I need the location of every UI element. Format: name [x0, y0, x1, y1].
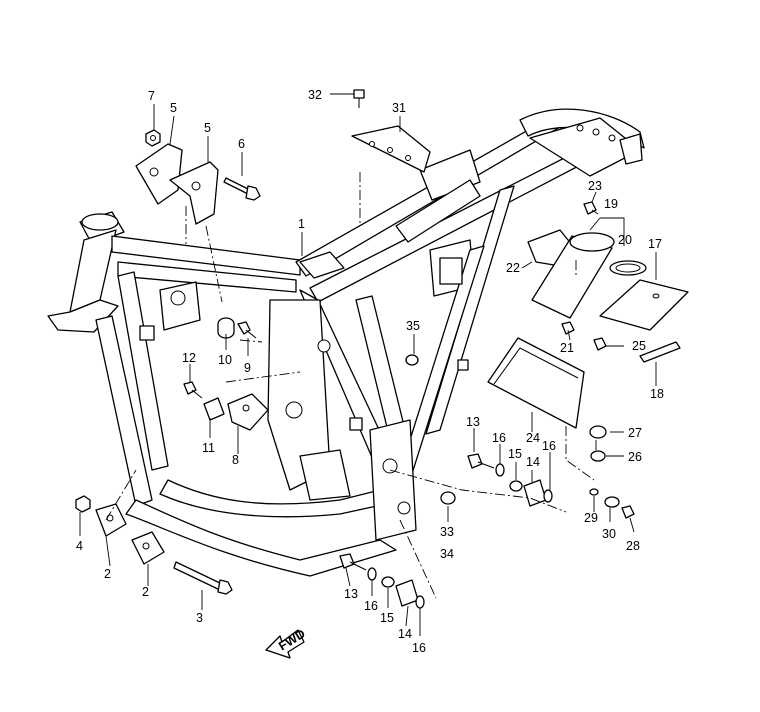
callout-13a: 13	[466, 415, 480, 429]
callout-17: 17	[648, 237, 662, 251]
callout-14a: 14	[526, 455, 540, 469]
clamp-11[interactable]	[203, 397, 225, 421]
callout-6: 6	[238, 137, 245, 151]
callout-25: 25	[632, 339, 646, 353]
bolt-13-upper[interactable]	[467, 453, 495, 469]
callout-16c: 16	[364, 599, 378, 613]
cover-17[interactable]	[599, 279, 689, 331]
callout-11: 11	[202, 441, 215, 455]
bracket-2-lower[interactable]	[131, 531, 165, 565]
bushing-14-upper[interactable]	[523, 479, 547, 507]
callout-14b: 14	[398, 627, 412, 641]
bushing-14-lower[interactable]	[395, 579, 419, 607]
callout-20: 20	[618, 233, 632, 247]
collar-10[interactable]	[217, 317, 235, 339]
nut-7[interactable]	[145, 129, 161, 147]
callout-2a: 2	[104, 567, 111, 581]
callout-3: 3	[196, 611, 203, 625]
callout-34: 34	[440, 547, 454, 561]
callout-9: 9	[244, 361, 251, 375]
callout-18: 18	[650, 387, 664, 401]
callout-10: 10	[218, 353, 232, 367]
callout-1: 1	[298, 217, 305, 231]
assembly-lines	[105, 172, 597, 599]
bracket-8[interactable]	[227, 393, 269, 431]
callout-2b: 2	[142, 585, 149, 599]
bolt-21[interactable]	[561, 321, 575, 335]
grommet-35[interactable]	[405, 354, 419, 366]
bolt-28[interactable]	[621, 505, 635, 519]
washer-16-lower-a[interactable]	[367, 567, 377, 581]
callout-12: 12	[182, 351, 196, 365]
callout-33: 33	[440, 525, 454, 539]
callout-32: 32	[308, 88, 322, 102]
nut-4[interactable]	[75, 495, 91, 513]
callout-5a: 5	[170, 101, 177, 115]
bolt-32[interactable]	[353, 89, 365, 108]
guard-plate-24[interactable]	[487, 337, 585, 429]
guard-19[interactable]	[531, 232, 615, 319]
bolt-23[interactable]	[583, 201, 599, 215]
callout-16d: 16	[412, 641, 426, 655]
callout-24: 24	[526, 431, 540, 445]
bolt-6[interactable]	[223, 177, 261, 201]
bolt-9[interactable]	[237, 321, 257, 339]
bolt-12[interactable]	[183, 381, 203, 399]
washer-16-lower-b[interactable]	[415, 595, 425, 609]
bolt-13-lower[interactable]	[339, 553, 367, 571]
pin-29[interactable]	[589, 488, 599, 496]
callout-7: 7	[148, 89, 155, 103]
bolt-3[interactable]	[173, 561, 233, 595]
main-frame[interactable]	[47, 108, 645, 577]
callout-15b: 15	[380, 611, 394, 625]
callouts: 7 5 5 6 32 31 1 23 19 20 17 22 35 21 25 …	[76, 88, 664, 655]
spacer-15-upper[interactable]	[509, 480, 523, 492]
callout-31: 31	[392, 101, 406, 115]
washer-16-upper-b[interactable]	[543, 489, 553, 503]
collar-30[interactable]	[604, 496, 620, 508]
fwd-arrow-icon: FWD	[265, 626, 308, 659]
callout-15a: 15	[508, 447, 522, 461]
callout-27: 27	[628, 426, 642, 440]
ring-20[interactable]	[609, 260, 647, 276]
bracket-5-right[interactable]	[169, 161, 219, 225]
callout-30: 30	[602, 527, 616, 541]
callout-29: 29	[584, 511, 598, 525]
callout-22: 22	[506, 261, 520, 275]
callout-28: 28	[626, 539, 640, 553]
leader-lines	[79, 93, 657, 636]
callout-13b: 13	[344, 587, 358, 601]
grommet-26[interactable]	[590, 450, 606, 462]
callout-26: 26	[628, 450, 642, 464]
callout-8: 8	[232, 453, 239, 467]
bracket-2-upper[interactable]	[95, 503, 127, 537]
callout-16b: 16	[542, 439, 556, 453]
callout-35: 35	[406, 319, 420, 333]
bolt-18[interactable]	[639, 341, 681, 363]
bolt-25[interactable]	[593, 337, 607, 351]
callout-19: 19	[604, 197, 618, 211]
spacer-15-lower[interactable]	[381, 576, 395, 588]
callout-5b: 5	[204, 121, 211, 135]
bracket-5-left[interactable]	[135, 143, 183, 205]
plug-33-34[interactable]	[440, 491, 456, 505]
washer-16-upper-a[interactable]	[495, 463, 505, 477]
callout-4: 4	[76, 539, 83, 553]
callout-21: 21	[560, 341, 574, 355]
plate-31[interactable]	[351, 125, 431, 173]
callout-23: 23	[588, 179, 602, 193]
callout-16a: 16	[492, 431, 506, 445]
grommet-27[interactable]	[589, 425, 607, 439]
